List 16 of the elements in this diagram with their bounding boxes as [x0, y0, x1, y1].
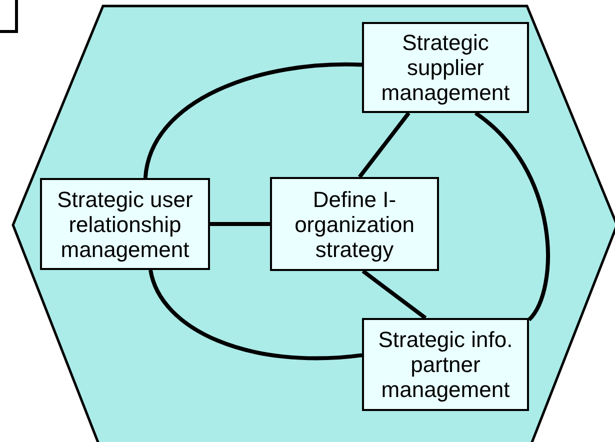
connector-line — [358, 112, 410, 178]
process-box — [362, 22, 529, 113]
curved-connector — [143, 62, 362, 178]
process-box — [40, 178, 210, 270]
box-label: Define I-organization strategy — [294, 186, 416, 262]
connector-line — [362, 269, 427, 320]
hexagon-shape — [12, 5, 615, 442]
box-label: Strategic user relationship management — [56, 186, 194, 262]
curved-connector — [474, 111, 550, 322]
process-box — [362, 318, 529, 411]
curved-connector — [148, 269, 362, 360]
connector-line — [210, 222, 270, 226]
process-box — [270, 177, 439, 271]
box-label: Strategic info. partner management — [377, 327, 514, 402]
box-label: Strategic supplier management — [380, 30, 511, 105]
corner-box — [0, 0, 18, 33]
